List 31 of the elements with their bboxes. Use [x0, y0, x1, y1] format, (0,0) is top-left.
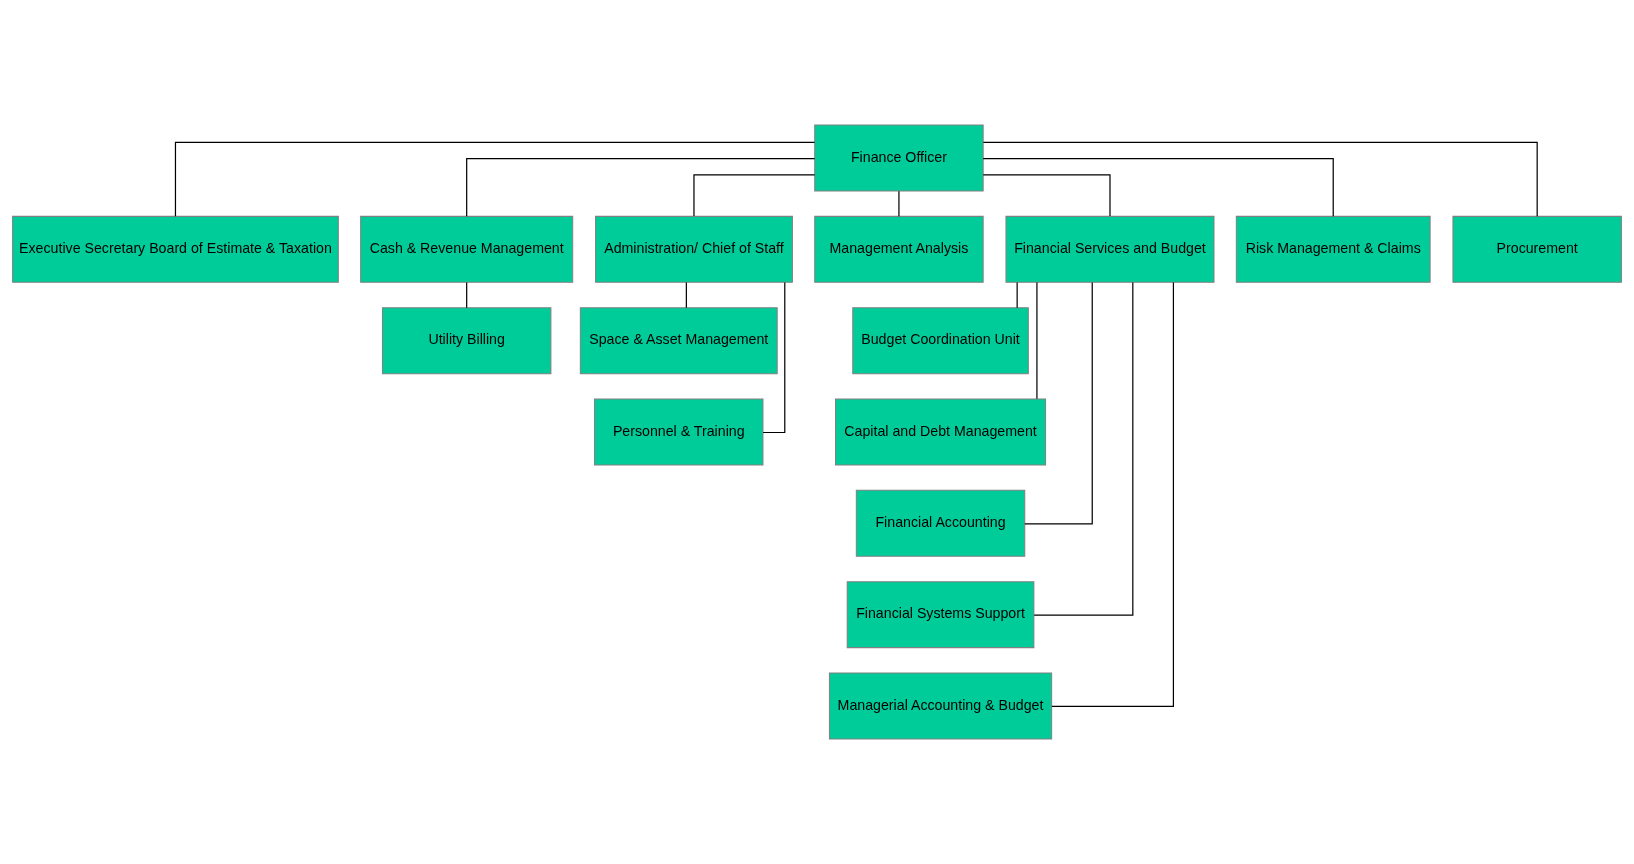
connector: [762, 281, 786, 434]
connector: [1033, 281, 1134, 616]
node-box: Cash & Revenue Management: [360, 215, 574, 283]
connector: [1024, 281, 1093, 525]
connector: [693, 174, 816, 217]
node-box: Administration/ Chief of Staff: [595, 215, 793, 283]
node-box: Financial Accounting: [855, 489, 1026, 557]
connector: [1051, 282, 1174, 708]
node-box: Budget Coordination Unit: [852, 307, 1029, 375]
connector: [466, 157, 816, 217]
node-box: Capital and Debt Management: [835, 398, 1047, 466]
connector: [1016, 281, 1018, 309]
connector: [982, 157, 1334, 217]
connector: [1036, 281, 1038, 400]
node-box: Financial Services and Budget: [1005, 215, 1215, 283]
connector: [685, 281, 687, 309]
node-box: Utility Billing: [381, 307, 552, 375]
node-box: Procurement: [1452, 215, 1622, 283]
connector: [466, 281, 468, 309]
node-box: Management Analysis: [814, 215, 984, 283]
node-box: Financial Systems Support: [846, 581, 1035, 649]
connector: [982, 141, 1538, 217]
node-box: Executive Secretary Board of Estimate & Taxation: [12, 215, 339, 283]
node-box: Finance Officer: [814, 124, 984, 192]
connector: [898, 190, 900, 217]
node-box: Space & Asset Management: [579, 307, 778, 375]
node-box: Managerial Accounting & Budget: [828, 672, 1053, 740]
connector: [982, 174, 1111, 217]
node-box: Risk Management & Claims: [1235, 215, 1431, 283]
node-box: Personnel & Training: [594, 398, 764, 466]
connector: [174, 141, 816, 217]
